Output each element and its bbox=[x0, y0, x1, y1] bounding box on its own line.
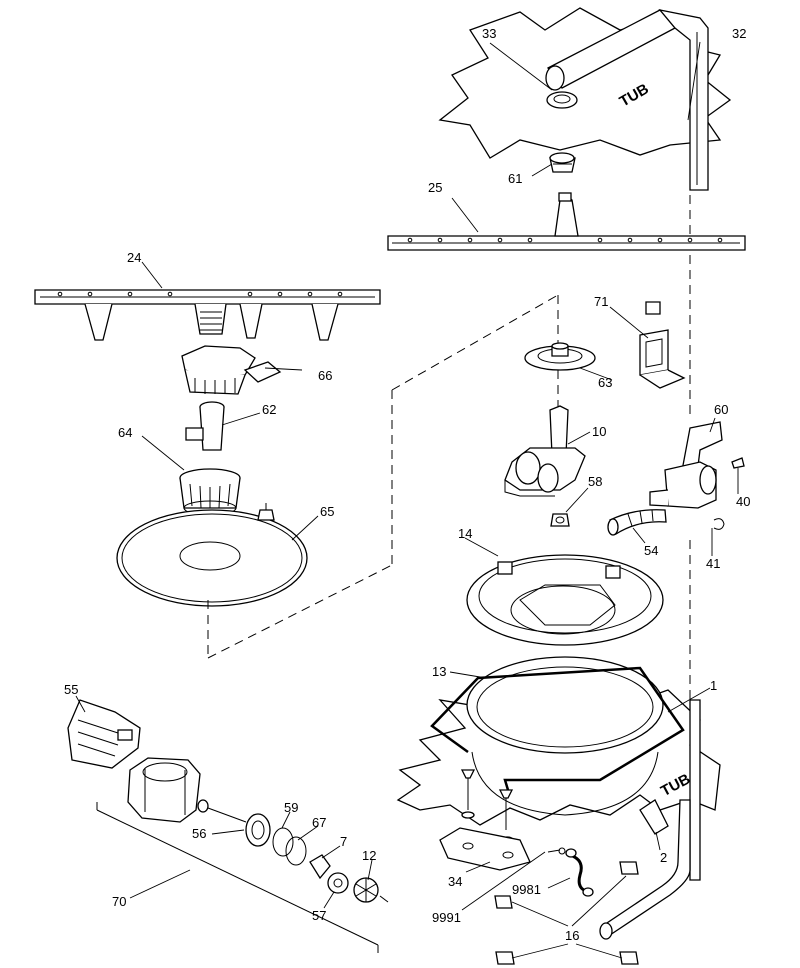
wire-harness-9981 bbox=[565, 848, 594, 897]
motor-56 bbox=[127, 757, 247, 823]
callout-63: 63 bbox=[598, 375, 612, 390]
clip-40 bbox=[731, 457, 745, 469]
o-ring-59 bbox=[272, 827, 294, 857]
filter-64 bbox=[179, 468, 241, 516]
hose-54 bbox=[607, 509, 667, 536]
drain-hose-2 bbox=[599, 699, 701, 940]
callout-16: 16 bbox=[565, 928, 579, 943]
impeller-57 bbox=[327, 872, 349, 894]
bearing-nut-61 bbox=[549, 152, 576, 173]
leader-lines bbox=[75, 41, 739, 959]
callout-34: 34 bbox=[448, 874, 462, 889]
supply-tube-32 bbox=[545, 9, 709, 700]
callouts: 32 33 61 25 24 71 66 63 62 10 64 60 58 4… bbox=[64, 26, 750, 943]
wire-9991 bbox=[547, 847, 566, 855]
dashed-assembly-lines bbox=[207, 294, 559, 659]
callout-58: 58 bbox=[588, 474, 602, 489]
callout-14: 14 bbox=[458, 526, 472, 541]
tube-seal-33 bbox=[546, 91, 578, 109]
plate-65 bbox=[116, 503, 308, 607]
callout-7: 7 bbox=[340, 834, 347, 849]
callout-59: 59 bbox=[284, 800, 298, 815]
heater-element-1 bbox=[430, 666, 685, 791]
callout-71: 71 bbox=[594, 294, 608, 309]
callout-57: 57 bbox=[312, 908, 326, 923]
nut-63 bbox=[524, 342, 596, 371]
connectors-16 bbox=[494, 861, 639, 965]
bracket-71 bbox=[639, 301, 686, 389]
callout-62: 62 bbox=[262, 402, 276, 417]
sump-bowl bbox=[471, 751, 659, 816]
callout-12: 12 bbox=[362, 848, 376, 863]
tower-10 bbox=[504, 405, 586, 497]
pump-housing-14 bbox=[466, 554, 664, 646]
callout-70: 70 bbox=[112, 894, 126, 909]
callout-41: 41 bbox=[706, 556, 720, 571]
callout-60: 60 bbox=[714, 402, 728, 417]
callout-2: 2 bbox=[660, 850, 667, 865]
callout-54: 54 bbox=[644, 543, 658, 558]
pump-parts bbox=[245, 813, 389, 903]
callout-13: 13 bbox=[432, 664, 446, 679]
callout-40: 40 bbox=[736, 494, 750, 509]
o-ring-67 bbox=[285, 836, 307, 866]
callout-33: 33 bbox=[482, 26, 496, 41]
clamp-41 bbox=[713, 518, 725, 530]
seal-7 bbox=[309, 854, 331, 880]
motor-group-bracket-70 bbox=[96, 802, 379, 953]
callout-55: 55 bbox=[64, 682, 78, 697]
callout-32: 32 bbox=[732, 26, 746, 41]
nut-58 bbox=[550, 513, 570, 527]
lower-spray-arm-24 bbox=[34, 289, 381, 341]
callout-10: 10 bbox=[592, 424, 606, 439]
tube-62 bbox=[185, 401, 225, 451]
upper-spray-arm-25 bbox=[387, 192, 746, 251]
callout-67: 67 bbox=[312, 815, 326, 830]
callout-56: 56 bbox=[192, 826, 206, 841]
callout-24: 24 bbox=[127, 250, 141, 265]
callout-9981: 9981 bbox=[512, 882, 541, 897]
callout-61: 61 bbox=[508, 171, 522, 186]
gasket-13 bbox=[466, 656, 664, 754]
motor-mount-55 bbox=[67, 699, 141, 769]
valve-60 bbox=[649, 421, 723, 509]
callout-9991: 9991 bbox=[432, 910, 461, 925]
callout-65: 65 bbox=[320, 504, 334, 519]
callout-64: 64 bbox=[118, 425, 132, 440]
callout-66: 66 bbox=[318, 368, 332, 383]
callout-25: 25 bbox=[428, 180, 442, 195]
support-66 bbox=[181, 345, 282, 395]
callout-1: 1 bbox=[710, 678, 717, 693]
